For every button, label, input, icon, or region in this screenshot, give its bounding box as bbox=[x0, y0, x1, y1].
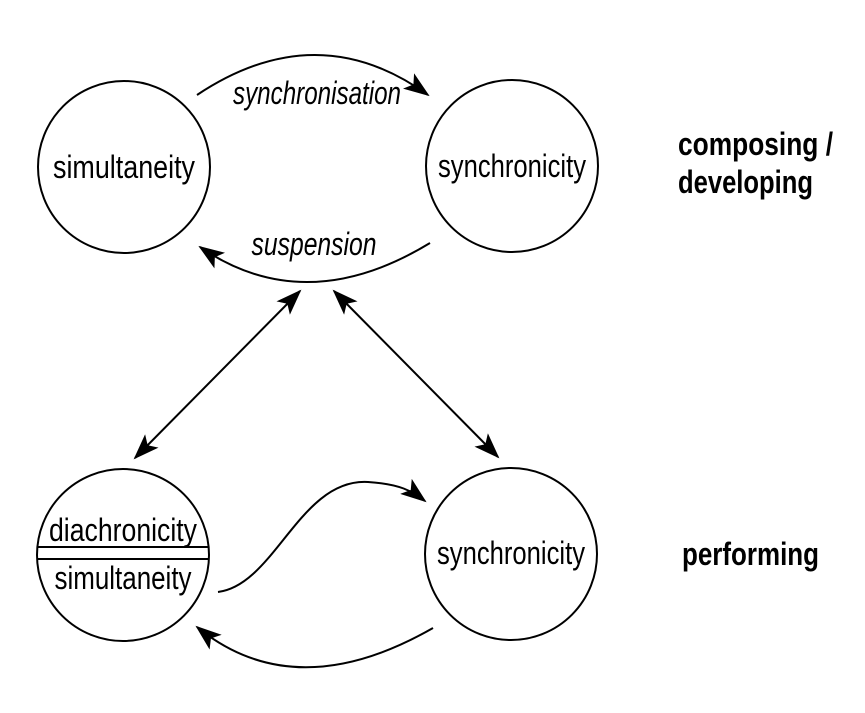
arrow-bottom-return bbox=[195, 625, 434, 669]
label-diachronicity: diachronicity bbox=[49, 512, 197, 548]
label-composing-line2: developing bbox=[678, 164, 813, 200]
arrow-bottom-forward bbox=[217, 478, 427, 593]
arrow-bidirectional-right bbox=[332, 289, 500, 459]
arrow-bidirectional-left bbox=[133, 289, 302, 460]
label-performing: performing bbox=[682, 536, 819, 572]
node-synchronicity-bottom bbox=[424, 467, 598, 641]
label-synchronisation: synchronisation bbox=[233, 75, 401, 111]
node-simultaneity-top bbox=[37, 80, 211, 254]
arrow-suspension bbox=[198, 242, 431, 283]
node-synchronicity-top bbox=[425, 79, 599, 253]
label-suspension: suspension bbox=[252, 226, 377, 262]
label-composing-line1: composing / bbox=[678, 126, 833, 162]
label-synchronicity-top: synchronicity bbox=[438, 148, 586, 184]
node-diachronicity-simultaneity bbox=[36, 468, 210, 642]
label-simultaneity-top: simultaneity bbox=[53, 149, 195, 185]
arrow-synchronisation bbox=[196, 54, 430, 97]
label-synchronicity-bottom: synchronicity bbox=[437, 535, 585, 571]
label-simultaneity-bottom: simultaneity bbox=[55, 560, 192, 596]
